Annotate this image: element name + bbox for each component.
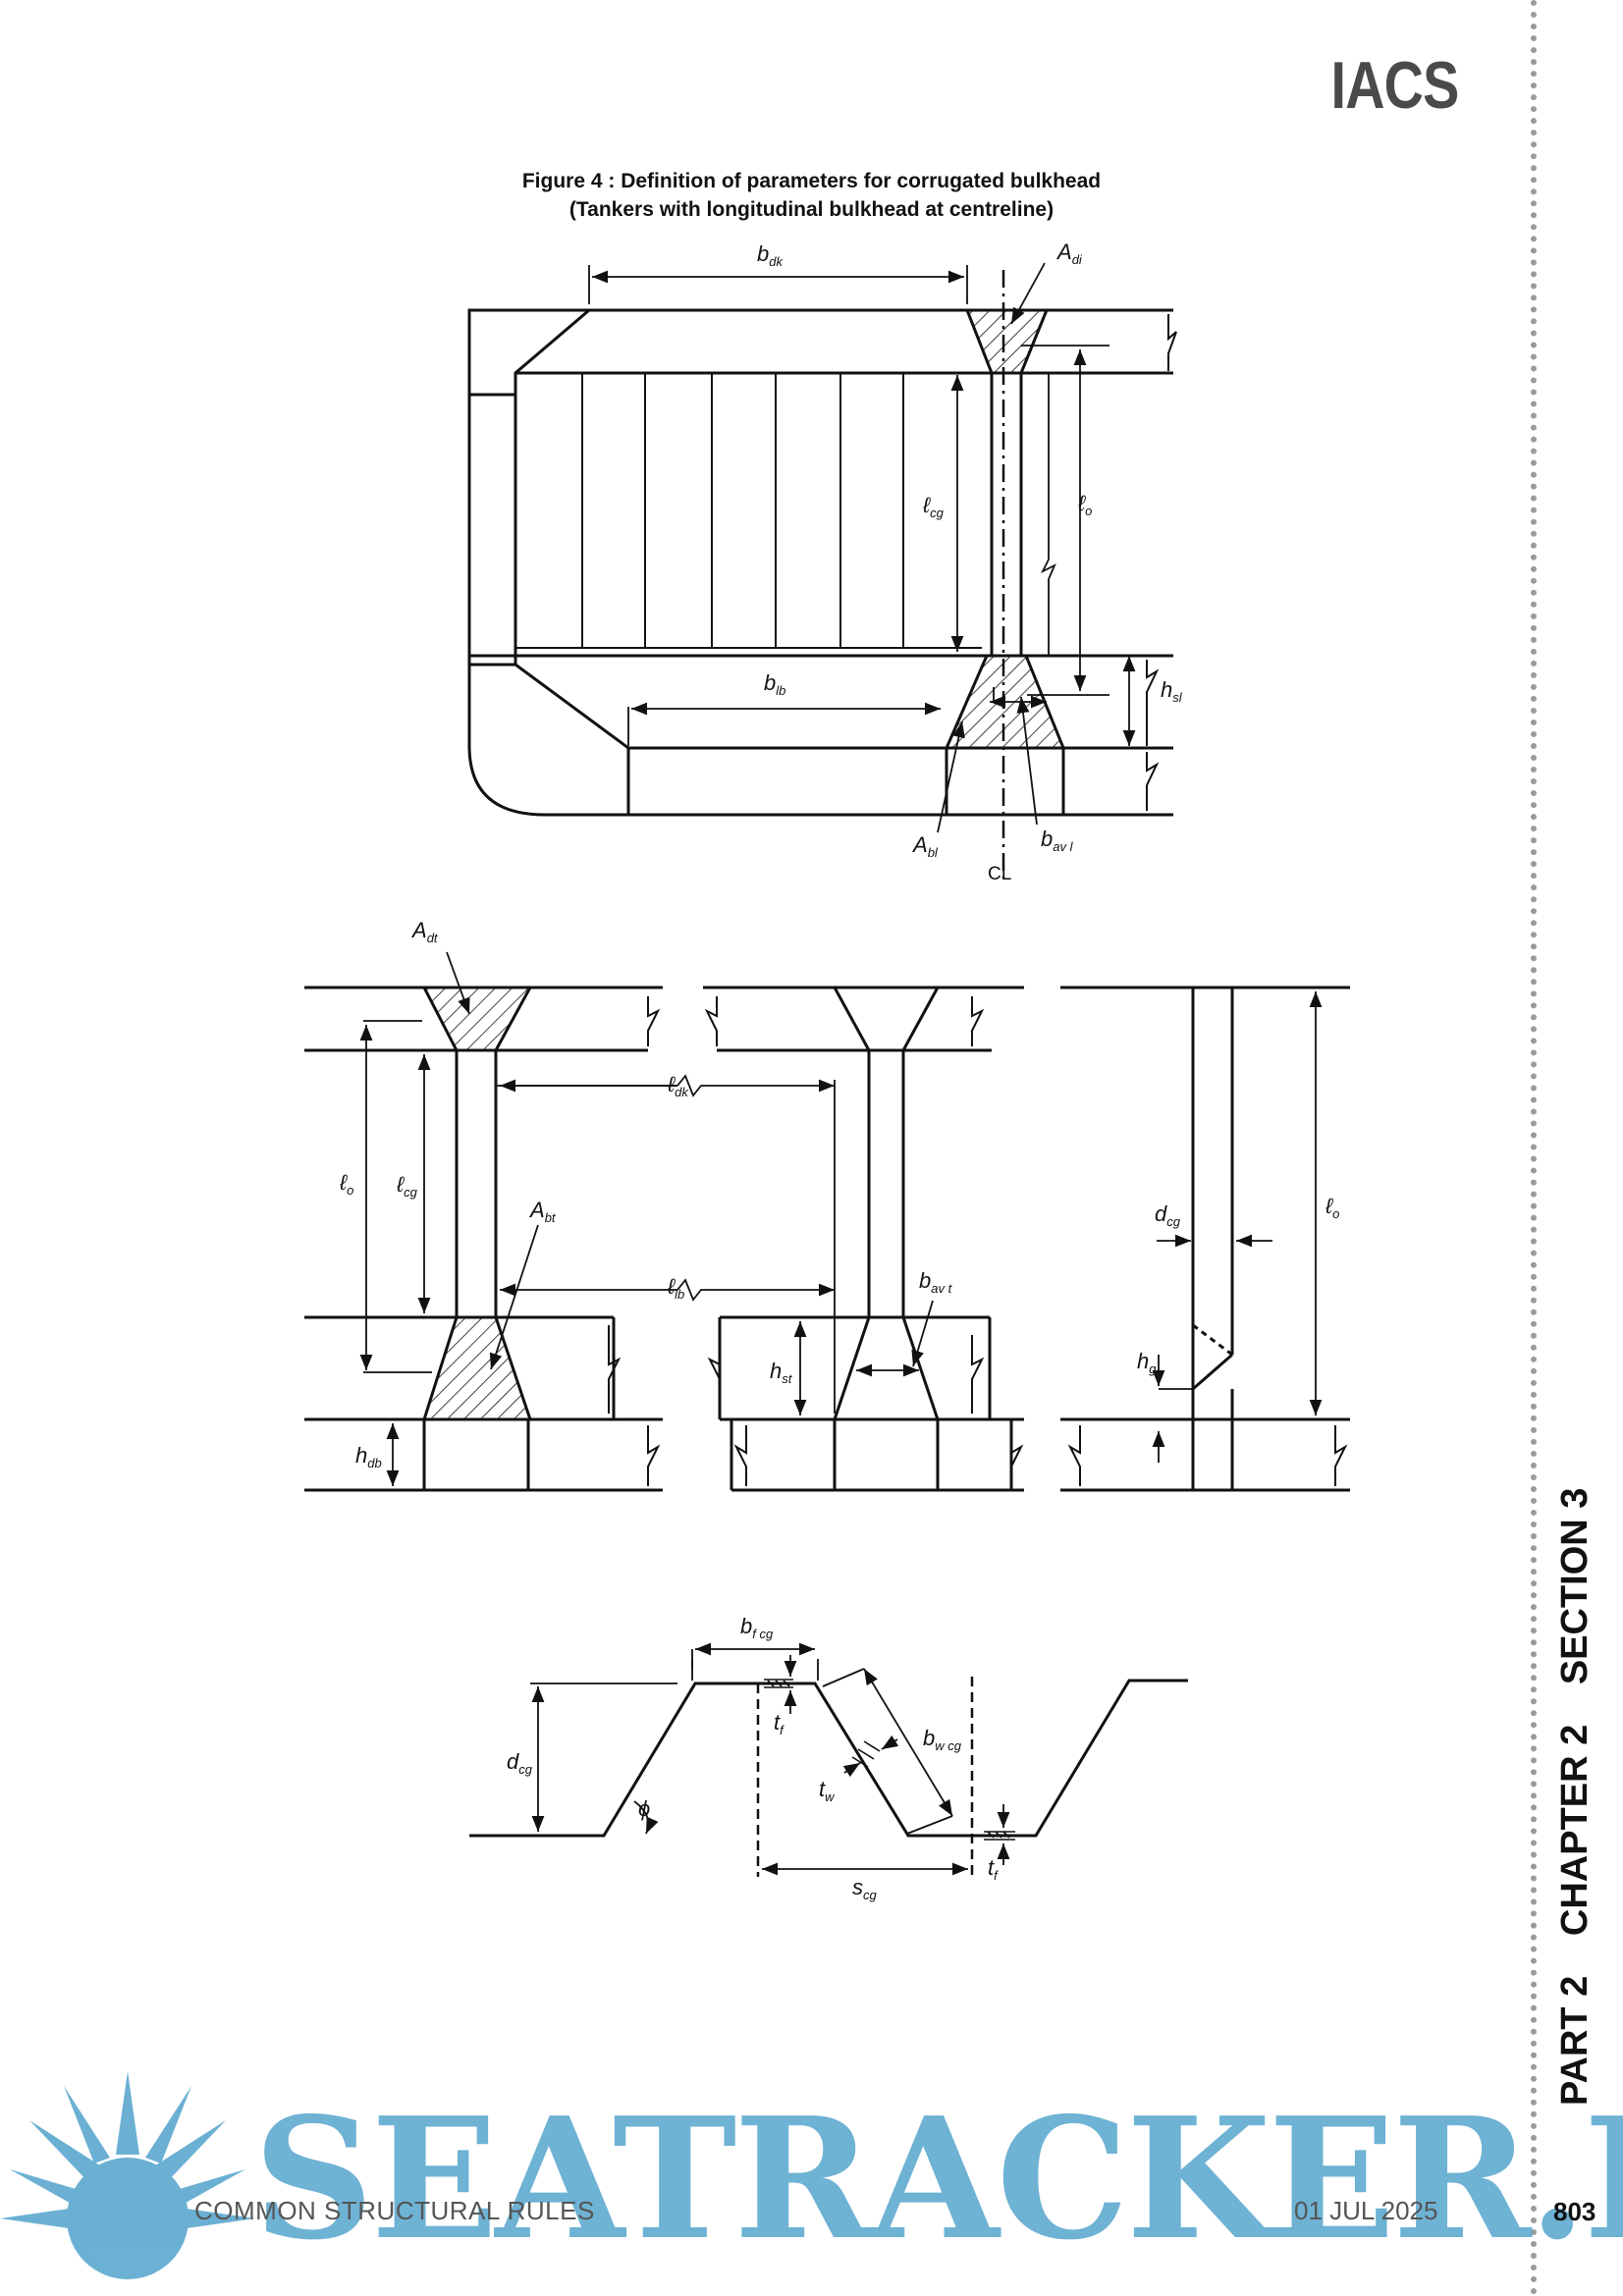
label-centreline: CL <box>988 864 1011 884</box>
label-l-o-side: ℓo <box>1325 1194 1339 1221</box>
label-a-bl: Abl <box>911 832 939 860</box>
label-h-st: hst <box>770 1359 793 1386</box>
label-t-w: tw <box>819 1777 836 1804</box>
section-views <box>304 951 1350 1492</box>
label-l-dk: ℓdk <box>667 1072 689 1099</box>
dotted-margin-rule <box>1531 0 1537 2296</box>
label-l-cg-section: ℓcg <box>396 1172 418 1200</box>
footer-date: 01 JUL 2025 <box>1294 2196 1438 2225</box>
label-h-g: hg <box>1137 1349 1157 1376</box>
label-l-lb: ℓlb <box>667 1274 684 1302</box>
label-a-bt: Abt <box>528 1198 557 1225</box>
corrugation-labels: bf cg tf dcg ϕ bw cg tw tf scg <box>507 1614 999 1902</box>
side-tab-chapter: CHAPTER 2 <box>1554 1724 1596 1937</box>
label-s-cg: scg <box>852 1875 878 1902</box>
label-b-av-t: bav t <box>919 1268 953 1296</box>
label-b-f-cg: bf cg <box>740 1614 774 1641</box>
label-b-av-l: bav l <box>1041 827 1074 854</box>
label-d-cg: dcg <box>507 1749 533 1777</box>
label-b-dk: bdk <box>757 241 784 269</box>
corrugation-profile <box>469 1642 1188 1877</box>
side-tab-section: SECTION 3 <box>1554 1487 1596 1685</box>
label-b-w-cg: bw cg <box>923 1726 962 1753</box>
label-t-f-bottom: tf <box>988 1855 999 1883</box>
label-h-db: hdb <box>355 1443 382 1470</box>
label-h-sl: hsl <box>1161 677 1183 705</box>
label-l-o-section: ℓo <box>339 1170 353 1198</box>
label-b-lb: blb <box>764 670 785 698</box>
watermark-sun-icon <box>0 2071 255 2279</box>
plan-view-labels: bdk Adi ℓcg ℓo hsl blb Abl bav l CL <box>757 240 1183 884</box>
label-a-di: Adi <box>1055 240 1083 267</box>
label-l-cg-plan: ℓcg <box>922 493 945 520</box>
label-t-f-top: tf <box>774 1710 784 1737</box>
watermark-text: SEATRACKER.RU <box>253 2081 1623 2277</box>
page-number: 803 <box>1553 2197 1596 2226</box>
figure-title-line2: (Tankers with longitudinal bulkhead at c… <box>568 198 1055 221</box>
footer-document-name: COMMON STRUCTURAL RULES <box>194 2196 595 2225</box>
figure-title: Figure 4 : Definition of parameters for … <box>0 167 1623 224</box>
label-phi: ϕ <box>638 1796 650 1821</box>
plan-view <box>467 262 1177 879</box>
iacs-logo: IACS <box>1330 48 1459 123</box>
label-l-o-plan: ℓo <box>1077 491 1092 518</box>
document-location-tab: PART 2 CHAPTER 2 SECTION 3 <box>1554 1459 1596 2106</box>
section-view-labels: Adt ℓdk ℓo ℓcg Abt ℓlb bav t hst hdb dcg… <box>339 918 1339 1470</box>
label-a-dt: Adt <box>410 918 439 945</box>
figure-title-line1: Figure 4 : Definition of parameters for … <box>521 170 1102 192</box>
label-d-cg-side: dcg <box>1155 1201 1181 1229</box>
